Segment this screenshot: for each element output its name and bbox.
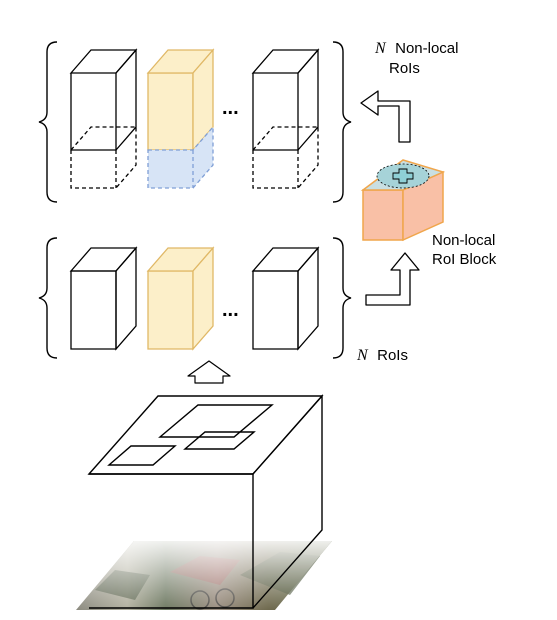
bent-arrow-up-left-icon [360, 90, 411, 143]
input-image [76, 541, 332, 610]
roi-box-mid-2-highlighted [146, 246, 215, 351]
roi-box-2-highlighted [146, 48, 215, 189]
roi-region-2 [158, 404, 274, 438]
roi-region-1 [107, 445, 177, 466]
block-label-line2: RoI Block [432, 251, 497, 268]
top-ellipsis: ... [222, 97, 239, 119]
bent-arrow-right-up-icon [365, 252, 420, 306]
top-row: ... N Non-local RoIs [38, 40, 459, 203]
up-arrow-icon [187, 360, 231, 384]
mid-label: N RoIs [356, 347, 408, 364]
top-left-brace [38, 41, 58, 203]
volume-side-face [252, 394, 323, 609]
roi-box-n [251, 48, 320, 189]
top-right-brace [332, 41, 352, 203]
top-label-line2: RoIs [389, 60, 420, 77]
mid-label-text: RoIs [377, 347, 408, 364]
mid-label-var: N [356, 347, 369, 364]
block-label-line1: Non-local [432, 232, 495, 249]
non-local-roi-block [360, 159, 446, 242]
top-label-text: Non-local [395, 40, 458, 57]
mid-ellipsis: ... [222, 299, 239, 321]
plus-icon [392, 168, 414, 184]
roi-region-3 [183, 431, 256, 450]
mid-right-brace [332, 237, 352, 359]
mid-left-brace [38, 237, 58, 359]
volume-front-face [89, 473, 254, 609]
middle-row: ... N RoIs [38, 237, 408, 364]
roi-box-1 [69, 48, 138, 189]
roi-box-mid-n [251, 246, 320, 351]
top-label-line1: N Non-local [374, 40, 459, 57]
roi-box-mid-1 [69, 246, 138, 351]
image-feature-volume [76, 394, 332, 610]
top-label-var: N [374, 40, 387, 57]
